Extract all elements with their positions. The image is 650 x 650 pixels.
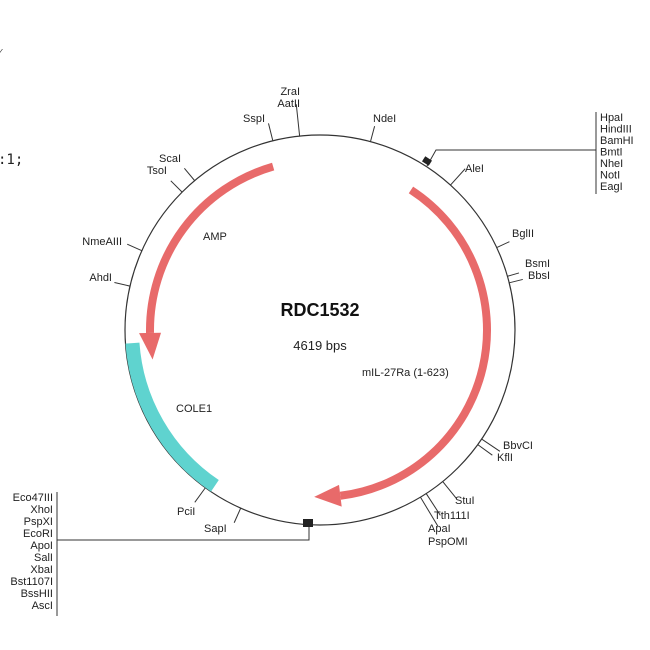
- site-tick: [496, 241, 510, 249]
- mcs-bottom-site: BssHII: [21, 588, 53, 600]
- feature-mil27ra-shaft: [339, 186, 491, 500]
- site-tick: [481, 438, 501, 452]
- site-tick: [509, 278, 523, 284]
- backbone-circle: [124, 134, 516, 526]
- site-label: Tth111I: [434, 510, 470, 522]
- mcs-bottom-site: XbaI: [30, 564, 53, 576]
- mcs-top-site: BamHI: [600, 135, 634, 147]
- feature-label-amp: AMP: [203, 231, 227, 243]
- feature-cole1: [125, 342, 219, 492]
- site-tick: [114, 282, 131, 287]
- site-label: ScaI: [159, 153, 181, 165]
- site-label: NdeI: [373, 113, 396, 125]
- site-tick: [425, 493, 441, 516]
- site-tick: [450, 168, 466, 186]
- site-tick: [267, 123, 274, 141]
- mcs-bottom-leader: [57, 522, 310, 541]
- plasmid-name: RDC1532: [280, 300, 359, 320]
- site-label: KflI: [497, 452, 513, 464]
- mcs-top-site: HindIII: [600, 124, 632, 136]
- mcs-top-site: NheI: [600, 158, 623, 170]
- plasmid-size: 4619 bps: [293, 338, 347, 353]
- site-label: PspOMI: [428, 536, 468, 548]
- feature-amp-arrowhead: [139, 332, 162, 360]
- mcs-bottom-site: ApoI: [30, 540, 53, 552]
- site-label: AhdI: [89, 272, 112, 284]
- mcs-top-site: EagI: [600, 181, 623, 193]
- site-tick: [194, 487, 206, 503]
- site-tick: [507, 272, 520, 277]
- feature-amp-shaft: [146, 162, 275, 334]
- site-ticks: [114, 104, 523, 527]
- site-label: BbvCI: [503, 440, 533, 452]
- mcs-bottom-site: Eco47III: [13, 492, 53, 504]
- site-label: AleI: [465, 163, 484, 175]
- site-label: BglII: [512, 228, 534, 240]
- features: [125, 162, 491, 507]
- site-tick: [477, 444, 493, 456]
- site-tick: [233, 507, 242, 523]
- mcs-top-site: HpaI: [600, 112, 623, 124]
- site-label: PciI: [177, 506, 195, 518]
- site-tick: [420, 496, 439, 527]
- site-label: ApaI: [428, 523, 451, 535]
- mcs-top-site: BmtI: [600, 147, 623, 159]
- feature-label-cole1: COLE1: [176, 403, 212, 415]
- site-tick: [170, 180, 183, 193]
- site-label: NmeAIII: [82, 236, 122, 248]
- site-label: StuI: [455, 495, 475, 507]
- site-tick: [369, 126, 376, 142]
- mcs-bottom-site: XhoI: [30, 504, 53, 516]
- stray-text-mid: :1;: [0, 152, 24, 168]
- mcs-bottom-site: EcoRI: [23, 528, 53, 540]
- site-tick: [295, 104, 301, 137]
- site-label: BbsI: [528, 270, 550, 282]
- site-tick: [442, 481, 457, 499]
- mcs-top-leader: [426, 149, 596, 167]
- feature-label-mil27ra: mIL-27Ra (1-623): [362, 367, 449, 379]
- mcs-bottom-site: AscI: [32, 600, 53, 612]
- mcs-bottom-site: SalI: [34, 552, 53, 564]
- site-label: BsmI: [525, 258, 550, 270]
- mcs-top-site: NotI: [600, 170, 620, 182]
- site-label: AatII: [277, 98, 300, 110]
- mcs-top-marks: [422, 156, 432, 166]
- mcs-bottom-marks: [303, 519, 313, 527]
- site-tick: [127, 243, 143, 252]
- site-label: SapI: [204, 523, 227, 535]
- site-label: SspI: [243, 113, 265, 125]
- site-label: ZraI: [280, 86, 300, 98]
- site-label: TsoI: [147, 165, 167, 177]
- mcs-bottom-site: PspXI: [24, 516, 53, 528]
- mcs-bottom-list: Eco47IIIXhoIPspXIEcoRIApoISalIXbaIBst110…: [10, 492, 53, 612]
- mcs-bottom-site: Bst1107I: [10, 576, 53, 588]
- site-tick: [183, 168, 196, 181]
- feature-mil27ra-arrowhead: [314, 484, 342, 507]
